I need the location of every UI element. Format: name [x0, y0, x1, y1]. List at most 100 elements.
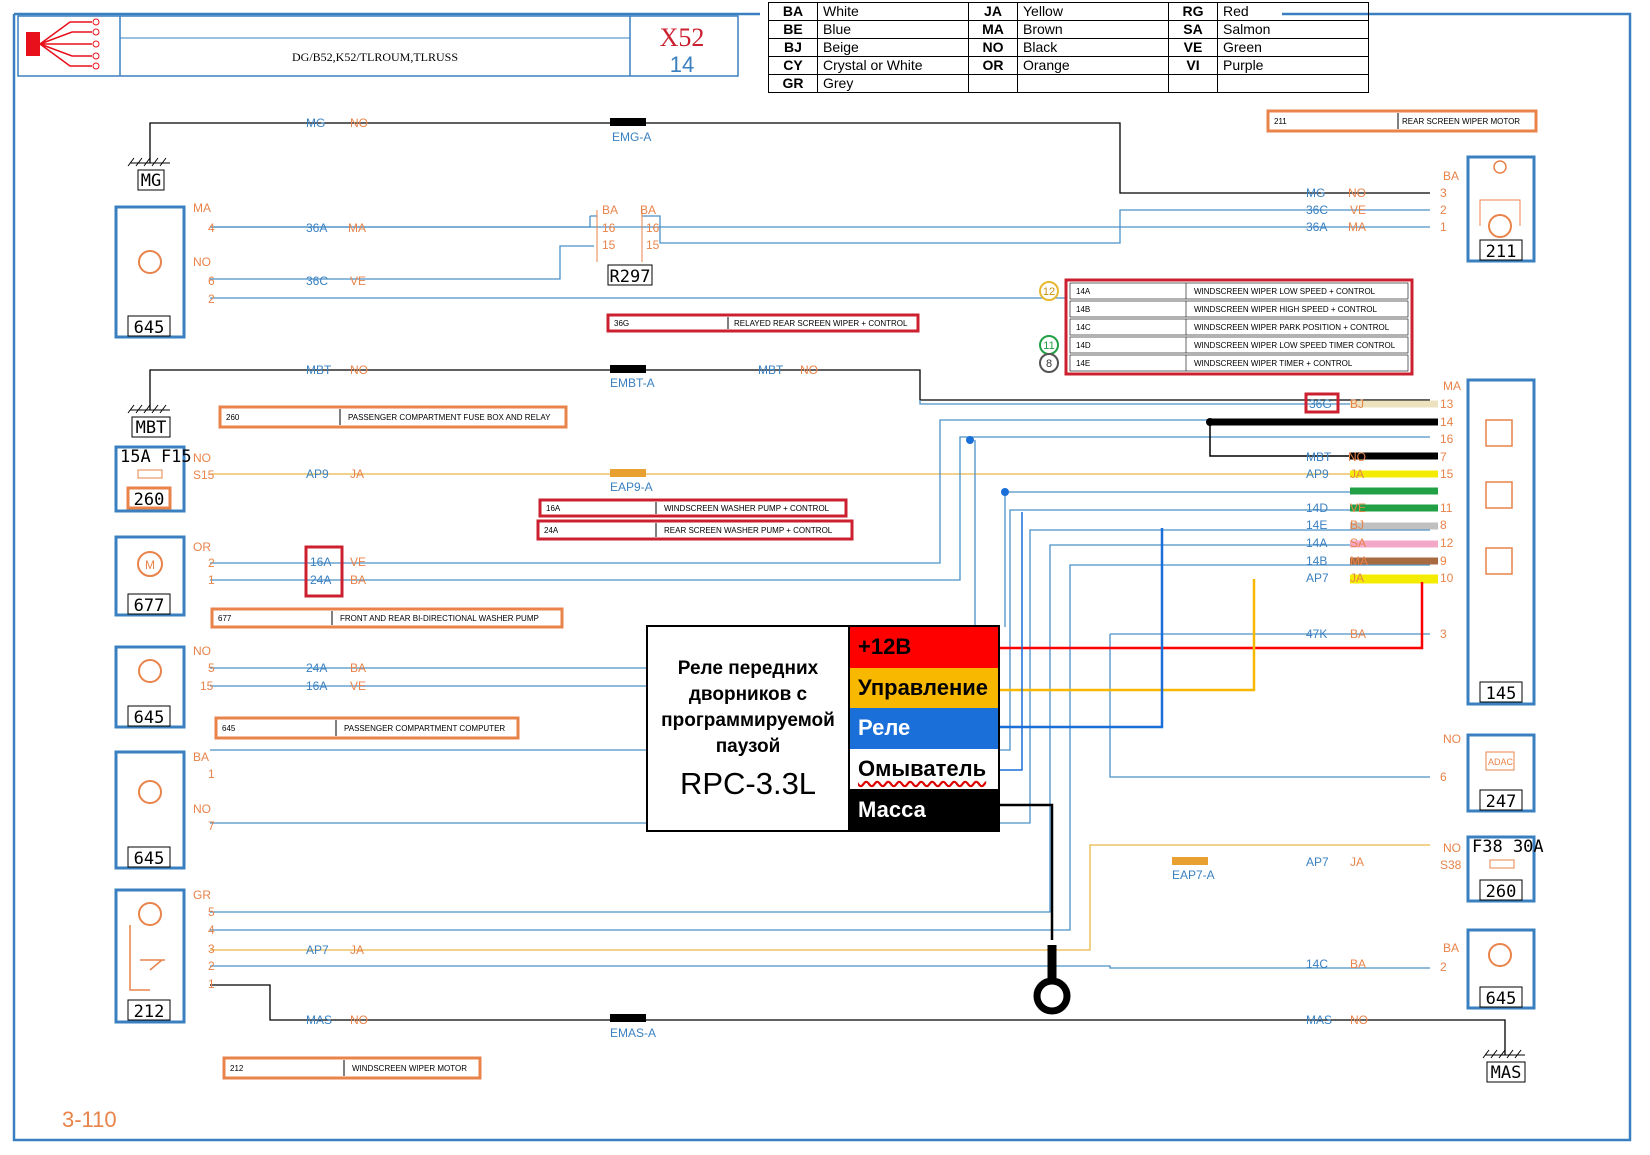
svg-text:1: 1 — [208, 767, 215, 781]
svg-text:MA: MA — [1350, 554, 1368, 568]
svg-text:BJ: BJ — [1350, 397, 1364, 411]
note-24a-text: REAR SCREEN WASHER PUMP + CONTROL — [664, 526, 833, 535]
wire-table-marker-label: 12 — [1043, 286, 1055, 298]
svg-text:S15: S15 — [193, 468, 215, 482]
svg-text:14C: 14C — [1306, 957, 1328, 971]
svg-text:10: 10 — [1440, 571, 1454, 585]
legend-code: RG — [1168, 2, 1218, 21]
legend-code: GR — [768, 74, 818, 93]
header-code: X52 — [660, 23, 705, 52]
svg-text:NO: NO — [350, 116, 368, 130]
svg-text:NO: NO — [1443, 732, 1461, 746]
colored-wires-145 — [1209, 400, 1438, 584]
note-212-code: 212 — [230, 1064, 244, 1073]
svg-text:JA: JA — [1350, 571, 1364, 585]
svg-text:BA: BA — [640, 203, 656, 217]
wire-table-text: WINDSCREEN WIPER TIMER + CONTROL — [1194, 359, 1353, 368]
legend-code: OR — [968, 56, 1018, 75]
svg-text:16A: 16A — [306, 679, 327, 693]
svg-text:VE: VE — [350, 555, 366, 569]
note-boxes: 211 REAR SCREEN WIPER MOTOR 36G RELAYED … — [210, 109, 1538, 1080]
svg-text:NO: NO — [350, 1013, 368, 1027]
svg-text:3: 3 — [1440, 627, 1447, 641]
wire-table-code: 14E — [1076, 359, 1090, 368]
legend-color-name: Red — [1217, 2, 1369, 21]
svg-text:NO: NO — [193, 802, 211, 816]
legend-code: BJ — [768, 38, 818, 57]
svg-text:SA: SA — [1350, 536, 1366, 550]
svg-text:JA: JA — [350, 467, 364, 481]
note-16a-text: WINDSCREEN WASHER PUMP + CONTROL — [664, 504, 830, 513]
relay-terminals: +12В Управление Реле Омыватель Масса — [850, 627, 998, 830]
svg-text:BJ: BJ — [1350, 518, 1364, 532]
svg-text:BA: BA — [350, 573, 366, 587]
wire-table-row — [1069, 318, 1409, 336]
svg-text:MAS: MAS — [1306, 1013, 1332, 1027]
svg-text:15: 15 — [200, 679, 214, 693]
wire-table-text: WINDSCREEN WIPER LOW SPEED + CONTROL — [1194, 287, 1376, 296]
svg-text:BA: BA — [1443, 169, 1459, 183]
svg-text:BA: BA — [602, 203, 618, 217]
c260b-label: 260 — [1486, 882, 1517, 902]
svg-text:14A: 14A — [1306, 536, 1327, 550]
component-645-c: 645 BA1 NO7 — [114, 750, 215, 870]
c677-label: 677 — [134, 596, 165, 616]
svg-text:EMG-A: EMG-A — [612, 130, 651, 144]
svg-text:MBT: MBT — [1306, 450, 1332, 464]
svg-text:MBT: MBT — [758, 363, 784, 377]
note-36g-code: 36G — [614, 319, 629, 328]
svg-text:16: 16 — [602, 221, 616, 235]
relay-terminal-relay: Реле — [850, 708, 998, 749]
c260a-label: 260 — [134, 490, 165, 510]
computer-icon — [138, 780, 162, 804]
note-677-text: FRONT AND REAR BI-DIRECTIONAL WASHER PUM… — [340, 614, 539, 623]
legend-color-name: Green — [1217, 38, 1369, 57]
fuse-b-label: F38 30A — [1472, 837, 1544, 857]
svg-text:5: 5 — [208, 661, 215, 675]
svg-text:JA: JA — [1350, 467, 1364, 481]
svg-text:6: 6 — [208, 274, 215, 288]
wire-table-code: 14A — [1076, 287, 1091, 296]
ground-ring-icon — [1033, 977, 1071, 1015]
wire-table-text: WINDSCREEN WIPER HIGH SPEED + CONTROL — [1194, 305, 1377, 314]
legend-code: MA — [968, 20, 1018, 39]
svg-text:BA: BA — [193, 750, 209, 764]
legend-color-name: Purple — [1217, 56, 1369, 75]
svg-text:JA: JA — [1350, 855, 1364, 869]
legend-code: BE — [768, 20, 818, 39]
r297-label: R297 — [610, 267, 651, 287]
legend-color-name: Grey — [817, 74, 969, 93]
wire-table-marker — [1039, 353, 1059, 373]
legend-color-name: Salmon — [1217, 20, 1369, 39]
adac-label: ADAC — [1488, 757, 1514, 767]
relay-model: RPC-3.3L — [679, 765, 817, 801]
svg-text:MA: MA — [348, 221, 366, 235]
note-211-text: REAR SCREEN WIPER MOTOR — [1402, 117, 1520, 126]
legend-code: JA — [968, 2, 1018, 21]
relay-title: Реле передних дворников с программируемо… — [648, 627, 850, 830]
svg-text:NO: NO — [193, 644, 211, 658]
wire-table-code: 14C — [1076, 323, 1091, 332]
svg-text:1: 1 — [208, 977, 215, 991]
relay-terminal-plus12: +12В — [850, 627, 998, 668]
legend-color-name — [1217, 74, 1369, 93]
switch-icon — [1485, 547, 1513, 575]
c247-label: 247 — [1486, 792, 1517, 812]
relay-connections — [966, 418, 1424, 1015]
svg-text:15: 15 — [602, 238, 616, 252]
header-ref: DG/B52,K52/TLROUM,TLRUSS — [292, 50, 458, 64]
legend-code: SA — [1168, 20, 1218, 39]
ground-mg-label: MG — [141, 171, 161, 191]
svg-text:11: 11 — [1440, 501, 1453, 515]
svg-text:NO: NO — [1350, 1013, 1368, 1027]
wire-table-marker-label: 11 — [1043, 340, 1054, 352]
ground-mg: MG — [127, 157, 170, 191]
